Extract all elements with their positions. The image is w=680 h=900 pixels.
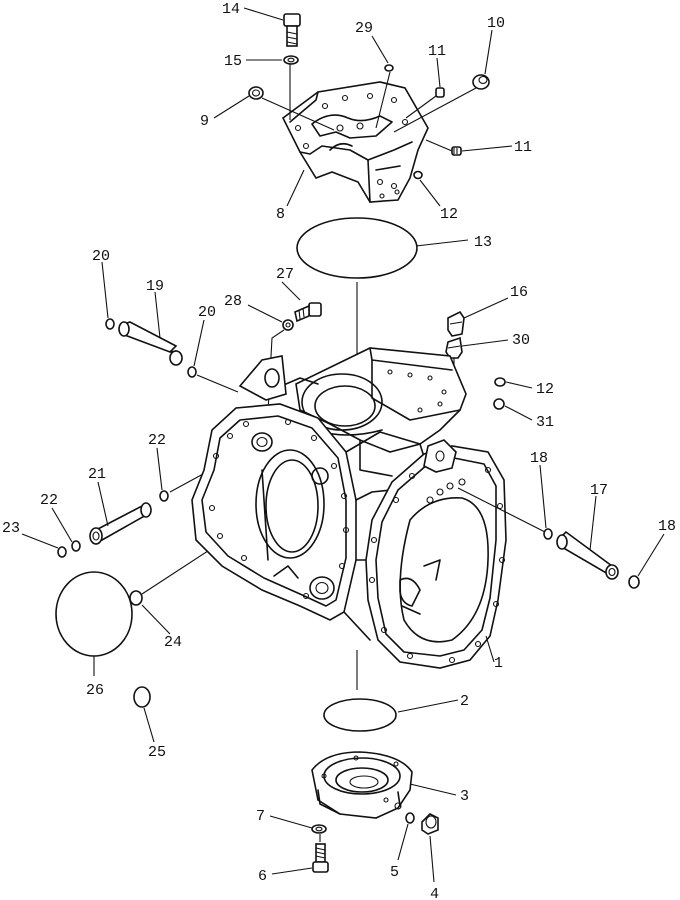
part-14-bolt (283, 13, 301, 47)
callout-20-a: 20 (92, 248, 110, 265)
part-18-o-ring-b (628, 575, 640, 589)
callout-22-b: 22 (148, 432, 166, 449)
part-1-transmission-case (191, 347, 507, 669)
callout-27: 27 (276, 266, 294, 283)
part-9-plug (248, 86, 264, 100)
part-3-cover (311, 751, 413, 819)
part-12-o-ring-a (413, 170, 423, 180)
callout-9: 9 (200, 113, 209, 130)
part-22-o-ring-a (71, 540, 81, 552)
part-26-large-o-ring (55, 571, 133, 657)
part-11-plug-b (451, 146, 462, 156)
part-11-plug-a (435, 87, 445, 98)
callout-10: 10 (487, 15, 505, 32)
callout-18-b: 18 (658, 518, 676, 535)
part-20-o-ring-a (105, 318, 115, 330)
part-25-o-ring (133, 686, 151, 708)
callout-22-a: 22 (40, 492, 58, 509)
callout-28: 28 (224, 293, 242, 310)
callout-4: 4 (430, 886, 439, 900)
part-21-pipe (89, 502, 152, 545)
callout-30: 30 (512, 332, 530, 349)
part-7-washer (311, 824, 327, 834)
callout-14: 14 (222, 1, 240, 18)
part-5-o-ring (405, 812, 415, 824)
part-19-pipe (118, 321, 183, 366)
callout-15: 15 (224, 53, 242, 70)
part-10-plug (472, 74, 490, 90)
callout-16: 16 (510, 284, 528, 301)
callout-20-b: 20 (198, 304, 216, 321)
callout-31: 31 (536, 414, 554, 431)
callout-25: 25 (148, 744, 166, 761)
callout-7: 7 (256, 808, 265, 825)
part-29-o-ring (384, 64, 394, 72)
part-17-pipe (556, 530, 619, 580)
callout-19: 19 (146, 278, 164, 295)
callout-12-a: 12 (440, 206, 458, 223)
part-27-bolt (294, 302, 322, 323)
callout-26: 26 (86, 682, 104, 699)
part-8-valve-body (281, 81, 429, 203)
part-6-bolt (312, 843, 329, 873)
callout-11-a: 11 (428, 43, 446, 60)
part-18-o-ring-a (543, 528, 553, 540)
callout-23: 23 (2, 520, 20, 537)
part-20-o-ring-b (187, 366, 239, 393)
part-31-plug (493, 398, 505, 410)
callout-24: 24 (164, 634, 182, 651)
part-12-o-ring-b (494, 377, 506, 387)
callout-11-b: 11 (514, 139, 532, 156)
part-15-washer (283, 55, 299, 65)
callout-12-b: 12 (536, 381, 554, 398)
callout-6: 6 (258, 868, 267, 885)
part-23-o-ring (57, 546, 67, 558)
callout-5: 5 (390, 864, 399, 881)
callout-8: 8 (276, 206, 285, 223)
part-16-breather (447, 310, 465, 337)
callout-18-a: 18 (530, 450, 548, 467)
callout-1: 1 (494, 655, 503, 672)
leader-lines (21, 7, 665, 883)
callout-17: 17 (590, 482, 608, 499)
callout-2: 2 (460, 693, 469, 710)
part-30-elbow-fitting (445, 336, 463, 390)
part-4-plug (421, 813, 439, 835)
callout-13: 13 (474, 234, 492, 251)
callout-29: 29 (355, 20, 373, 37)
callout-3: 3 (460, 788, 469, 805)
callout-21: 21 (88, 466, 106, 483)
part-2-o-ring (323, 698, 397, 732)
